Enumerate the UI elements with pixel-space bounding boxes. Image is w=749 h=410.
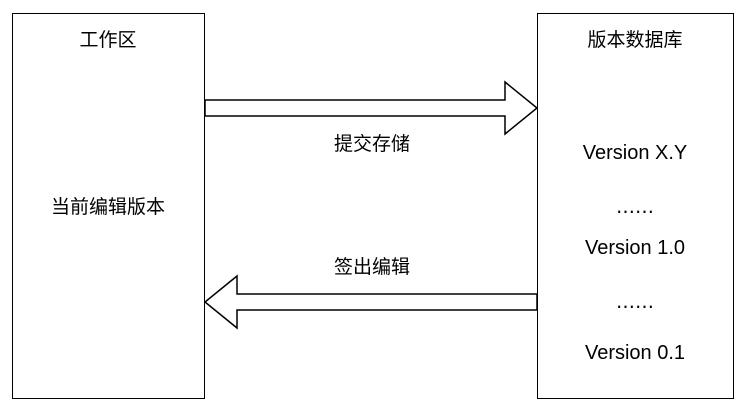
checkout-label: 签出编辑 [333, 256, 411, 278]
commit-label: 提交存储 [333, 133, 411, 155]
version-ellipsis: …… [616, 291, 654, 313]
workspace-box [12, 13, 205, 399]
commit-arrow [204, 80, 539, 136]
workspace-title: 工作区 [79, 29, 137, 51]
version-item: Version 1.0 [584, 237, 686, 259]
version-item: Version 0.1 [584, 342, 686, 364]
repository-title: 版本数据库 [587, 29, 683, 51]
checkout-arrow [203, 274, 538, 330]
repository-box [537, 13, 734, 399]
version-item: Version X.Y [582, 142, 688, 164]
workspace-content: 当前编辑版本 [50, 196, 166, 218]
version-ellipsis: …… [616, 196, 654, 218]
